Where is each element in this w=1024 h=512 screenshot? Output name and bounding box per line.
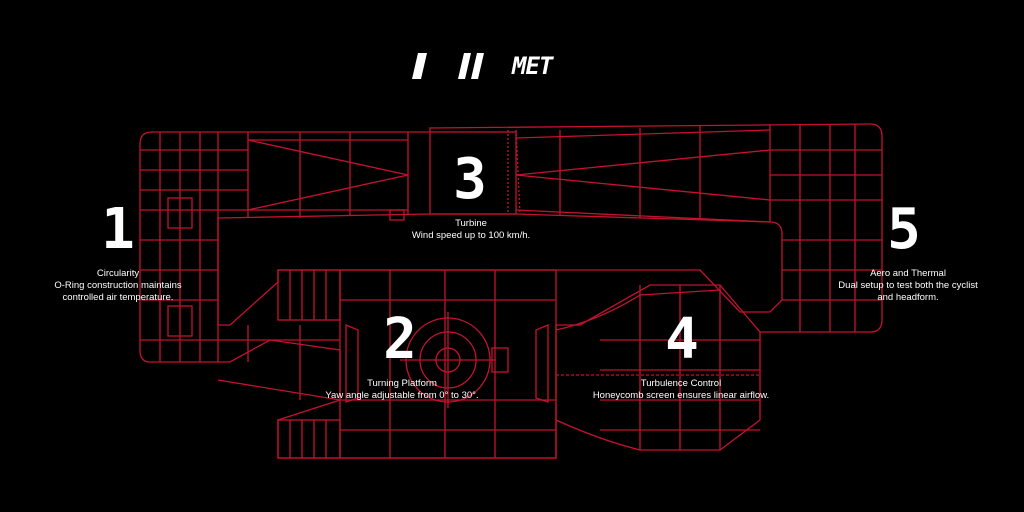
right-grid xyxy=(770,124,882,332)
station-5-caption: Aero and Thermal Dual setup to test both… xyxy=(828,268,988,304)
station-1-title: Circularity xyxy=(96,268,140,279)
top-left-diffuser xyxy=(247,132,409,221)
test-section xyxy=(339,269,557,459)
stairs-upper xyxy=(277,269,341,321)
station-2-number: 2 xyxy=(383,307,417,372)
station-3-title: Turbine xyxy=(455,218,487,229)
station-2-desc-line-1: Yaw angle adjustable from 0° to 30°. xyxy=(325,390,479,401)
top-right-diffuser xyxy=(507,124,771,223)
station-1-desc-line-2: controlled air temperature. xyxy=(62,292,174,303)
stairs-lower xyxy=(277,419,341,459)
station-4-desc-line-1: Honeycomb screen ensures linear airflow. xyxy=(592,390,770,401)
station-4-caption: Turbulence Control Honeycomb screen ensu… xyxy=(586,378,776,402)
station-5-desc-line-2: and headform. xyxy=(877,292,939,303)
station-3-desc-line-1: Wind speed up to 100 km/h. xyxy=(411,230,531,241)
station-4-number: 4 xyxy=(665,307,699,372)
station-5-desc-line-1: Dual setup to test both the cyclist xyxy=(838,280,978,291)
turbine-housing xyxy=(429,131,517,215)
station-2-caption: Turning Platform Yaw angle adjustable fr… xyxy=(312,378,492,402)
left-return xyxy=(217,325,341,401)
station-5-title: Aero and Thermal xyxy=(870,268,946,279)
brand-logo-text: MET xyxy=(512,52,553,80)
brand-logo: MET xyxy=(410,52,553,80)
station-5-number: 5 xyxy=(887,197,921,262)
station-3-caption: Turbine Wind speed up to 100 km/h. xyxy=(396,218,546,242)
slash-double-icon xyxy=(458,53,484,79)
station-1-caption: Circularity O-Ring construction maintain… xyxy=(48,268,188,304)
station-2-title: Turning Platform xyxy=(367,378,437,389)
left-grid xyxy=(140,132,249,362)
station-4-title: Turbulence Control xyxy=(640,378,722,389)
slash-single-icon xyxy=(412,53,427,79)
contraction-section xyxy=(555,285,761,451)
tunnel-outer-wall xyxy=(139,123,883,459)
station-1-number: 1 xyxy=(101,197,135,262)
station-1-desc-line-1: O-Ring construction maintains xyxy=(54,280,182,291)
station-3-number: 3 xyxy=(453,147,487,212)
